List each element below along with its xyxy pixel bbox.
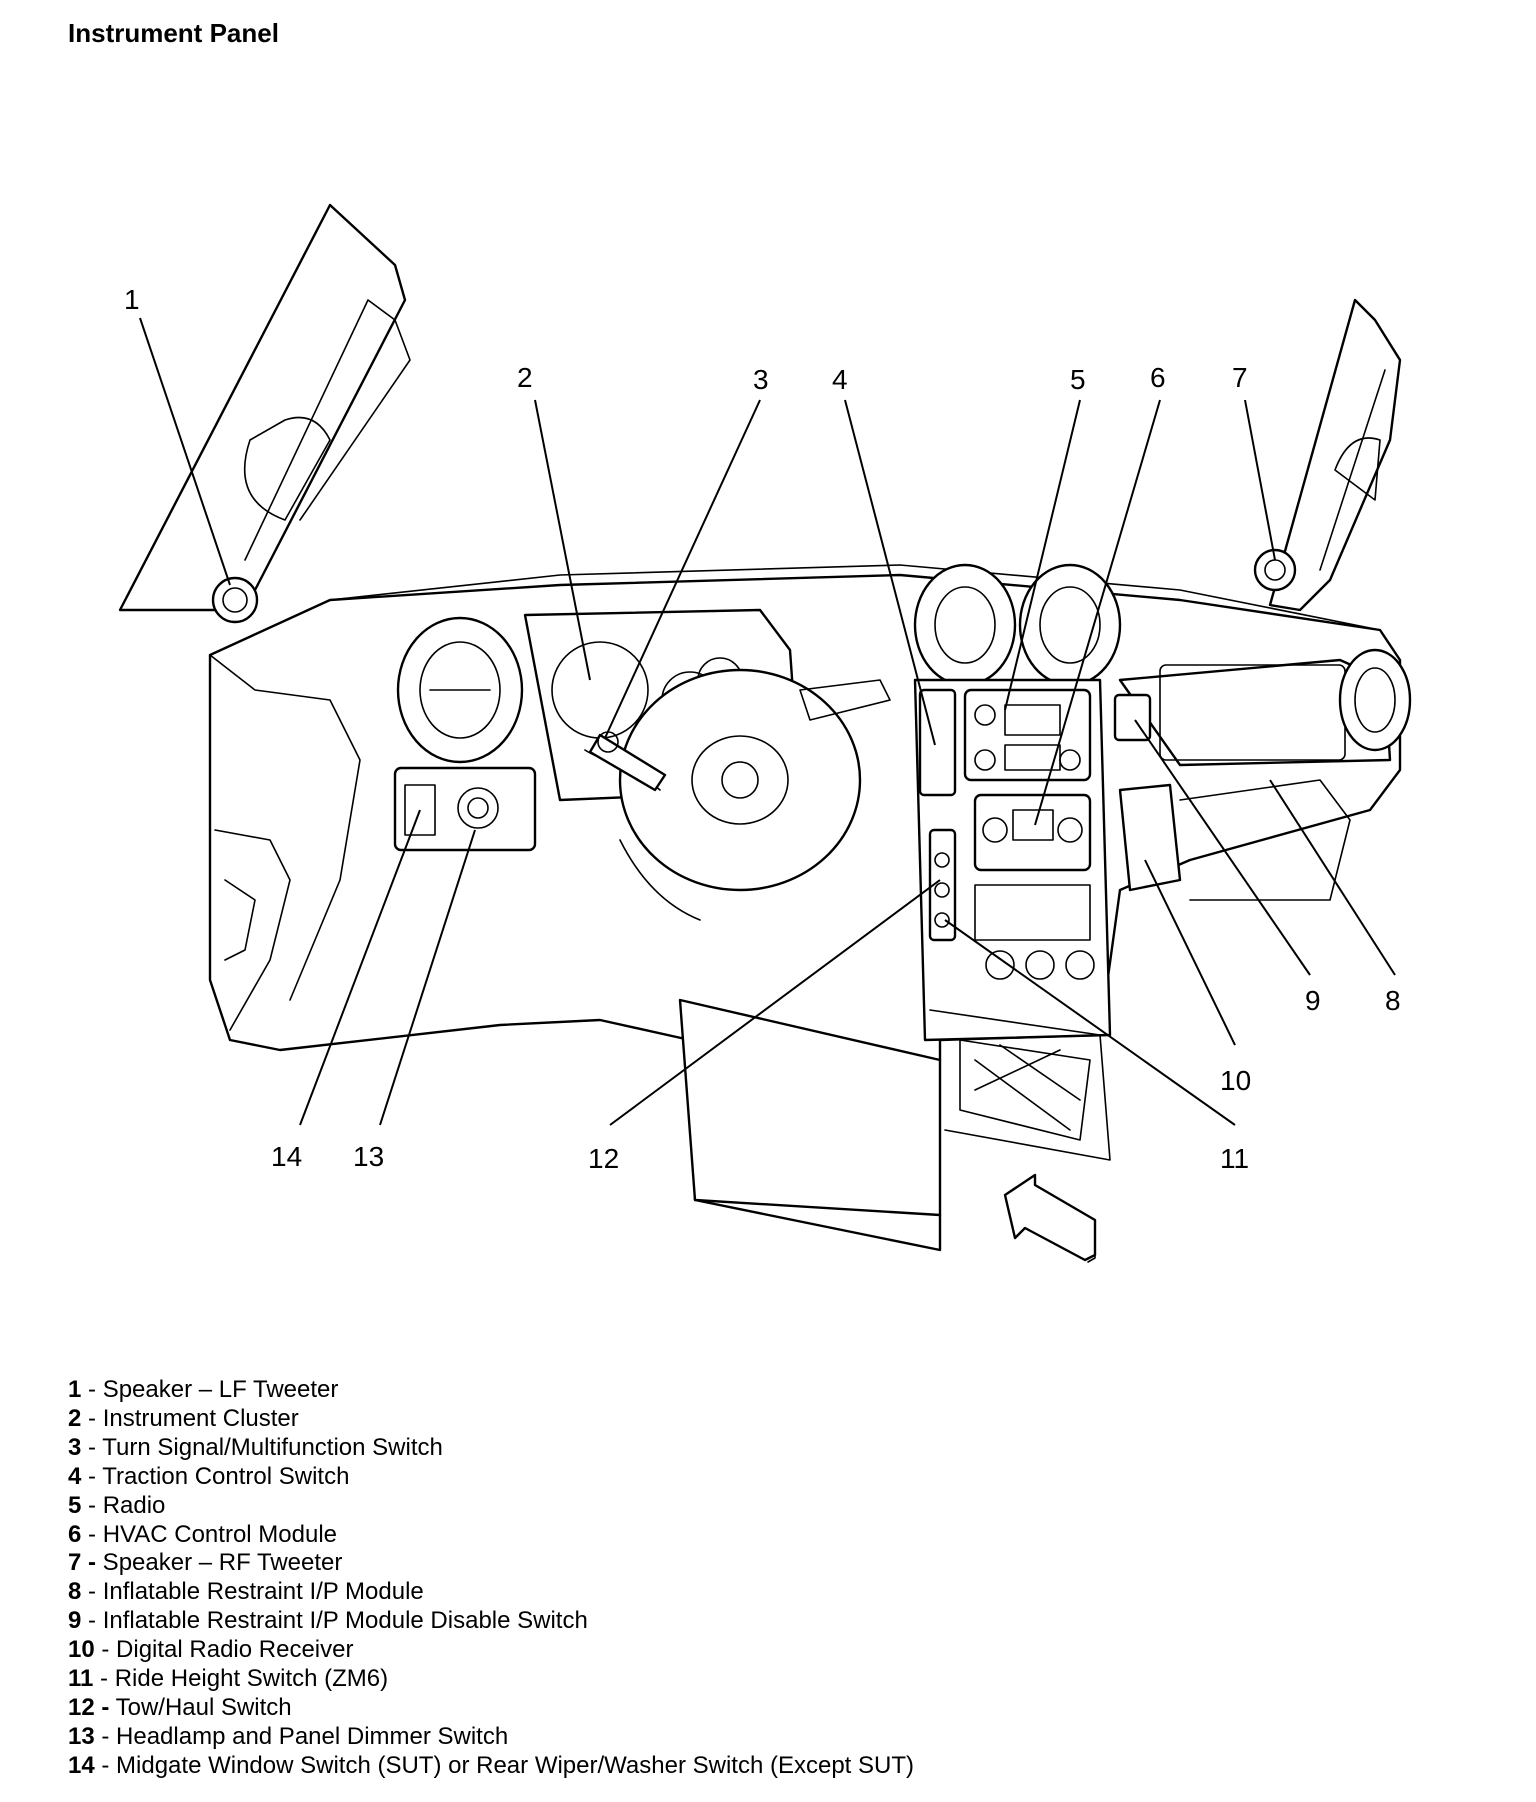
legend-item: 3 - Turn Signal/Multifunction Switch — [68, 1433, 443, 1461]
callout-12: 12 — [588, 1143, 619, 1174]
legend-item: 9 - Inflatable Restraint I/P Module Disa… — [68, 1607, 588, 1635]
digital-radio-receiver — [1118, 779, 1351, 901]
floor-console — [678, 998, 1111, 1217]
callout-13: 13 — [353, 1141, 384, 1172]
callout-8: 8 — [1385, 985, 1401, 1016]
legend-item: 4 - Traction Control Switch — [68, 1462, 350, 1490]
callout-3: 3 — [753, 364, 769, 395]
legend-item: 7 - Speaker – RF Tweeter — [68, 1549, 343, 1577]
legend: 1 - Speaker – LF Tweeter 2 - Instrument … — [68, 1376, 914, 1781]
leader-lines — [139, 317, 1396, 1126]
right-a-pillar — [1268, 298, 1402, 612]
legend-item: 13 - Headlamp and Panel Dimmer Switch — [68, 1722, 509, 1750]
right-vent — [1338, 648, 1412, 752]
callout-2: 2 — [517, 362, 533, 393]
callout-9: 9 — [1305, 985, 1321, 1016]
callout-14: 14 — [271, 1141, 302, 1172]
legend-item: 1 - Speaker – LF Tweeter — [68, 1376, 339, 1403]
left-a-pillar — [118, 203, 411, 612]
callout-1: 1 — [124, 284, 140, 315]
forward-arrow — [1003, 1173, 1097, 1263]
page-title: Instrument Panel — [68, 18, 279, 48]
lf-tweeter — [211, 576, 259, 624]
legend-item: 2 - Instrument Cluster — [68, 1404, 299, 1432]
legend-item: 12 - Tow/Haul Switch — [68, 1693, 292, 1721]
left-switch-bank — [393, 766, 537, 852]
callout-6: 6 — [1150, 362, 1166, 393]
turn-signal-stalk — [588, 731, 667, 792]
callout-4: 4 — [832, 364, 848, 395]
callout-11: 11 — [1220, 1143, 1249, 1174]
legend-item: 10 - Digital Radio Receiver — [68, 1636, 354, 1664]
callout-7: 7 — [1232, 362, 1248, 393]
legend-item: 5 - Radio — [68, 1491, 166, 1519]
instrument-panel-diagram: 1 2 3 4 5 6 7 8 9 10 11 12 13 14 — [118, 203, 1412, 1263]
legend-item: 11 - Ride Height Switch (ZM6) — [68, 1665, 389, 1693]
callout-5: 5 — [1070, 364, 1086, 395]
legend-item: 6 - HVAC Control Module — [68, 1520, 338, 1548]
center-stack — [913, 678, 1112, 1042]
left-vent — [396, 616, 524, 764]
legend-item: 14 - Midgate Window Switch (SUT) or Rear… — [68, 1751, 914, 1779]
column-shroud — [799, 679, 891, 721]
steering-wheel — [584, 668, 862, 921]
legend-item: 8 - Inflatable Restraint I/P Module — [68, 1578, 424, 1606]
callout-10: 10 — [1220, 1065, 1251, 1096]
